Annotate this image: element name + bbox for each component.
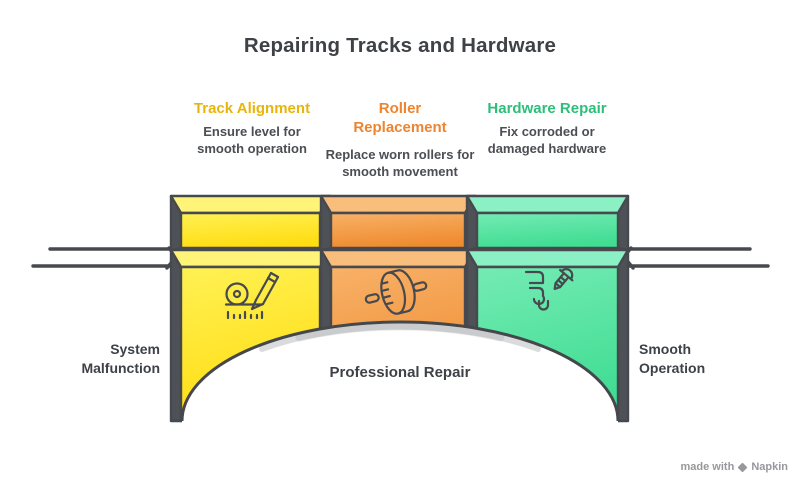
watermark-brand: Napkin [751, 461, 788, 473]
screw-and-fastener-icon [524, 268, 574, 311]
heading-hardware-repair: Hardware Repair [487, 100, 607, 117]
description-roller-replacement: Replace worn rollers for smooth movement [325, 147, 475, 180]
watermark-prefix: made with [680, 461, 735, 473]
roller-icon [364, 269, 428, 315]
description-hardware-repair: Fix corroded or damaged hardware [487, 124, 607, 157]
roller-replacement-top-block [319, 194, 477, 252]
heading-roller-replacement: Roller Replacement [353, 100, 447, 136]
arch-cutout [180, 320, 620, 428]
hardware-repair-top-block [465, 194, 630, 252]
description-track-alignment: Ensure level for smooth operation [197, 124, 307, 157]
heading-track-alignment: Track Alignment [193, 100, 311, 117]
diagram-title: Repairing Tracks and Hardware [243, 34, 557, 57]
measuring-tape-pencil-icon [224, 271, 280, 320]
label-system-malfunction: System Malfunction [81, 341, 160, 376]
track-alignment-top-block [169, 194, 332, 252]
watermark: made with Napkin [681, 461, 788, 473]
label-smooth-operation: Smooth Operation [639, 341, 706, 376]
napkin-logo-icon [737, 462, 748, 472]
label-professional-repair: Professional Repair [329, 364, 471, 381]
